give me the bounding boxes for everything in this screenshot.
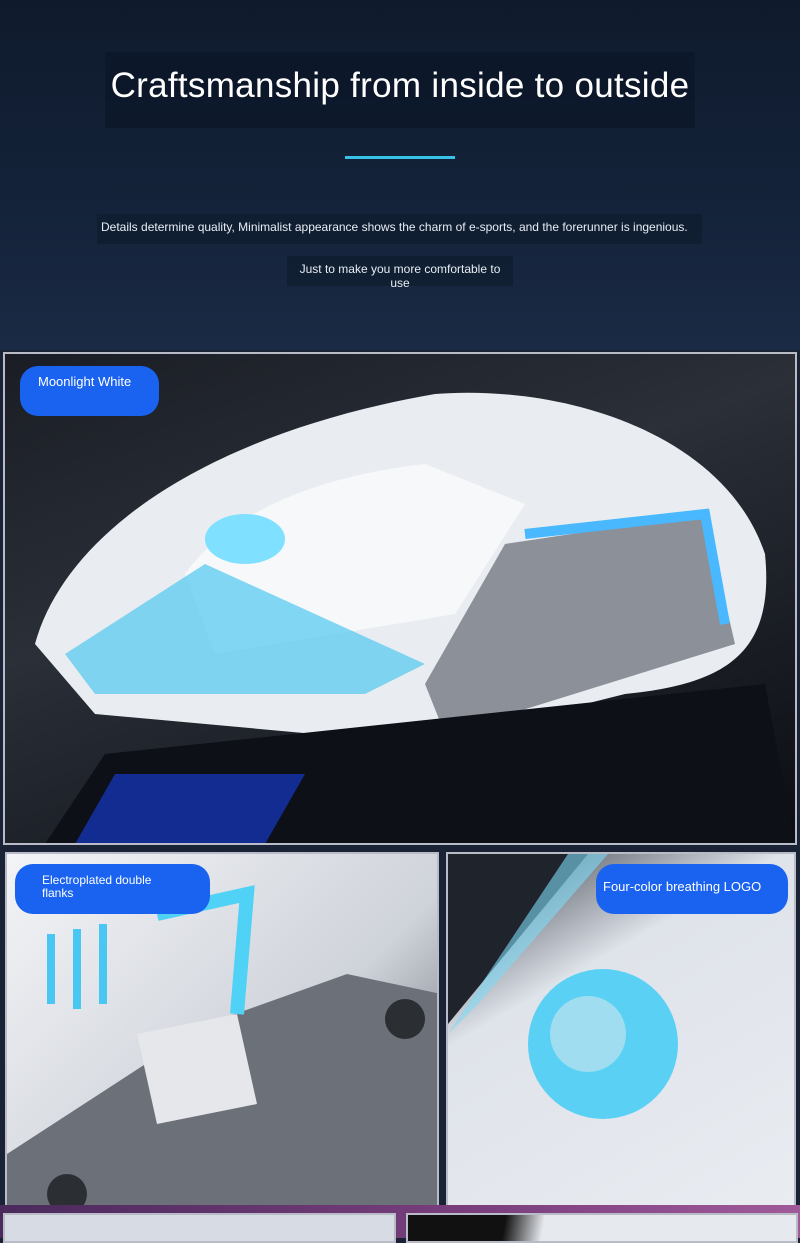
feature-badge-flanks: Electroplated double flanks (15, 864, 210, 914)
page-title: Craftsmanship from inside to outside (110, 66, 690, 105)
mouse-flank-illustration (7, 885, 437, 1207)
subtitle-text: Details determine quality, Minimalist ap… (97, 214, 702, 244)
title-backdrop (105, 52, 695, 128)
lion-logo-icon (448, 854, 678, 1119)
product-image-bottom-right (406, 1213, 798, 1243)
product-image-logo: Four-color breathing LOGO (446, 852, 796, 1209)
feature-badge-moonlight-white: Moonlight White (20, 366, 159, 416)
feature-badge-logo: Four-color breathing LOGO (596, 864, 788, 914)
hero-section: Craftsmanship from inside to outside Det… (0, 0, 800, 350)
product-image-main: Moonlight White (3, 352, 797, 845)
subtitle-text-secondary: Just to make you more comfortable to use (287, 256, 513, 290)
product-image-flanks: Electroplated double flanks (5, 852, 439, 1209)
product-image-bottom-left (3, 1213, 396, 1243)
title-divider (345, 156, 455, 159)
mouse-illustration (35, 392, 795, 843)
